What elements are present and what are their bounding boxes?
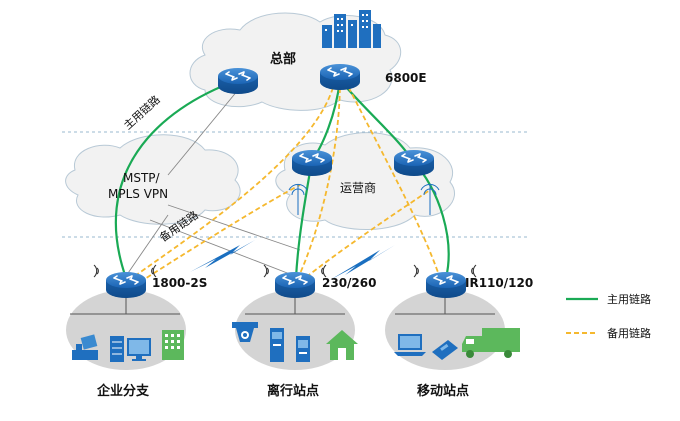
building-icon [162,330,184,360]
legend-primary-label: 主用链路 [607,292,651,306]
backup-links [131,79,441,283]
mobile-router-icon [425,271,467,299]
gray-links [125,89,301,277]
mobile-model-label: IR110/120 [465,276,533,290]
legend: 主用链路 备用链路 [566,292,651,340]
core-model-label: 6800E [385,71,427,85]
site-label-mobile: 移动站点 [417,383,469,399]
atm-icon [270,328,284,362]
wifi-icon [263,264,269,278]
mstp-label-line1: MSTP/ [123,171,161,185]
hq-router-left-icon [217,67,259,95]
truck-icon [462,328,520,358]
carrier-router-right-icon [393,149,435,177]
offline-devices [232,322,358,362]
kiosk-icon [296,336,310,362]
legend-backup-label: 备用链路 [607,326,651,340]
house-icon [326,330,358,360]
offline-router-icon [274,271,316,299]
site-label-branch: 企业分支 [96,383,150,399]
carrier-router-left-icon [291,149,333,177]
buildings-icon [322,10,381,48]
mstp-label-line2: MPLS VPN [108,187,168,201]
branch-devices [72,330,184,362]
branch-model-label: 1800-2S [152,276,207,290]
monitor-icon [127,338,151,361]
camera-icon [232,322,258,342]
wifi-icon [413,264,419,278]
branch-router-icon [105,271,147,299]
mobile-devices [394,328,520,360]
card-reader-icon [432,340,458,360]
wireless-bolts [190,240,395,280]
primary-link-curve-label: 主用链路 [121,92,163,132]
mstp-cloud [65,134,241,225]
wifi-icon [93,264,99,278]
offline-model-label: 230/260 [322,276,376,290]
tower-right [420,183,440,215]
carrier-label: 运营商 [340,180,376,195]
tower-left [288,183,308,215]
site-ellipse-offline [235,290,355,370]
site-label-offline: 离行站点 [267,383,319,399]
hq-label: 总部 [270,51,296,67]
laptop-icon [394,334,426,356]
server-icon [110,336,124,362]
hq-router-core-icon [319,63,361,91]
pos-terminal-icon [72,334,98,360]
